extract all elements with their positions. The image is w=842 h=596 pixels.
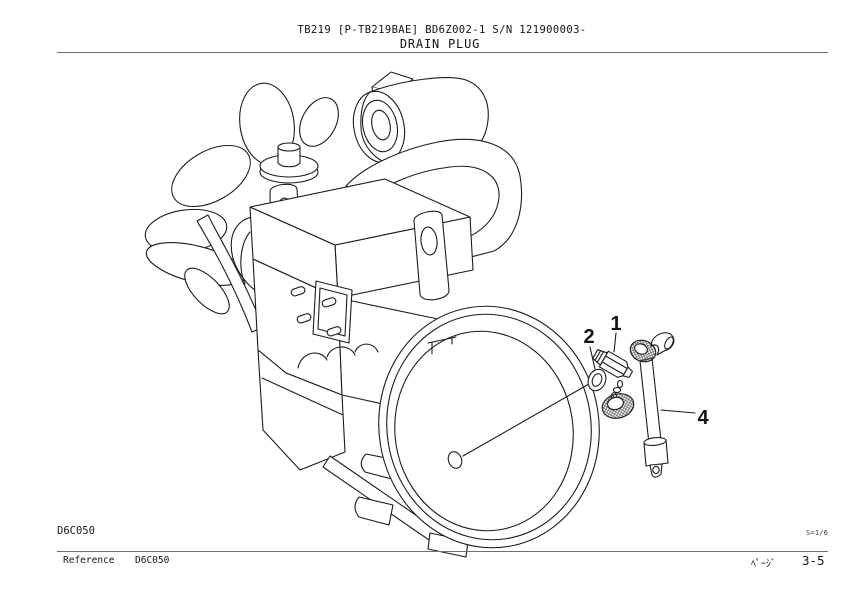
leader-line-4 [660, 409, 696, 414]
oil-pan [257, 349, 469, 558]
reference-value: D6C050 [135, 555, 170, 566]
leader-line-1 [613, 332, 617, 353]
part-sealing-washer [587, 368, 607, 392]
page-number: 3-5 [802, 553, 825, 568]
figure-code: D6C050 [57, 525, 95, 537]
fan-hub [259, 142, 319, 184]
callout-4-label: 4 [697, 407, 709, 429]
model-serial-line: TB219 [P-TB219BAE] BD6Z002-1 S/N 1219000… [297, 24, 587, 36]
header-rule [57, 52, 828, 53]
page-label: ﾍﾟｰｼﾞ [751, 559, 776, 570]
part-drain-plug [592, 349, 635, 419]
part-drain-tube [629, 332, 675, 478]
callout-2-label: 2 [583, 326, 594, 348]
footer-rule [57, 551, 828, 552]
reference-label: Reference [63, 555, 115, 566]
lifting-bracket-right [413, 210, 450, 301]
leader-line-2 [589, 346, 596, 370]
callout-1-label: 1 [610, 313, 621, 335]
flywheel-housing [378, 305, 600, 549]
scale-note: S=1/6 [806, 529, 829, 537]
drain-hole [447, 451, 463, 469]
page-title: DRAIN PLUG [399, 37, 481, 51]
leader-line-washer [462, 383, 590, 457]
